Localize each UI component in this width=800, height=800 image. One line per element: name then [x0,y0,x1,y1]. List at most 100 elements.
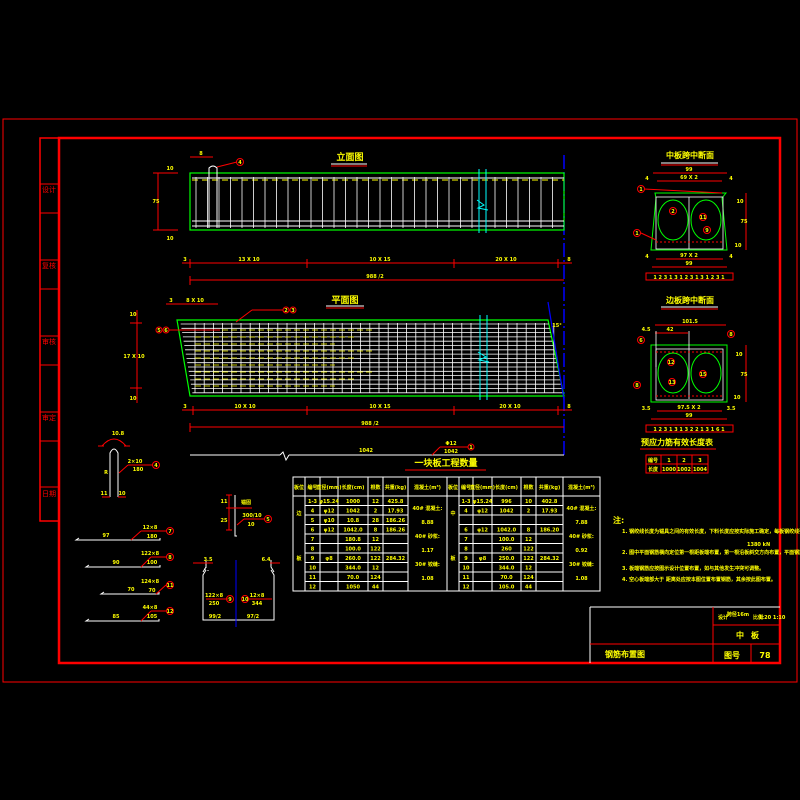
table-header: 编号 [648,457,658,464]
void-right [690,199,722,241]
table-cell: 12 [372,499,379,505]
bar-spec: 12×8 [143,525,158,531]
dimension-label: 4.5 [642,327,651,333]
straight-bar [74,537,161,541]
callout-circle [166,553,174,561]
dimension-label: 42 [667,327,674,333]
dimension-label: 17 X 10 [123,354,145,360]
dimension-label: 10 [734,395,741,401]
table-header: 板位 [294,484,304,491]
callout-number: 11 [700,215,707,221]
table-cell: 8 [311,547,315,553]
bar-spec: 124×8 [141,579,160,585]
table-cell: 425.8 [388,499,404,505]
strand-row [645,424,734,433]
drawing-title: 钢筋布置图 [605,649,645,659]
note-item: 3. 板端钢筋应按图示设计位置布置，如与其他发生冲突可调整。 [622,565,764,572]
long-bar-detail: 1042 1 Φ12 1042 [190,441,564,462]
callout-number: 3 [291,308,295,314]
leader-line [140,610,152,622]
table-group-label: 板 [296,555,302,562]
table-cell: 11 [309,575,316,581]
table-header: 混凝土(m³) [568,484,595,491]
note-item: 1380 kN [747,542,770,548]
table-group-label: 中 [450,510,455,517]
straight-bar [84,564,161,568]
table-cell: 1042 [346,509,360,515]
strand-row [645,272,734,281]
table-cell: φ8 [325,556,333,562]
break-mark [477,351,490,363]
dimension-label: 10 [130,396,137,402]
table-cell: 260 [501,547,512,553]
leader-line [140,556,152,568]
dimension-label: 11 [101,491,108,497]
bar-spec: 180 [133,467,144,473]
callout-number: 15 [700,372,707,378]
table-cell: 1-3 [461,499,471,505]
dimension-label: 6.4 [262,557,271,563]
table-cell: 6 [464,528,468,534]
callout-number: 8 [729,332,733,338]
table-cell: 260.0 [345,556,361,562]
table-header: 共重(kg) [385,484,406,491]
void-left [657,352,689,394]
table-cell: 12 [525,566,532,572]
strand-row-label: 1 2 3 1 3 1 3 2 2 1 3 1 6 1 [653,427,725,433]
dimension-label: 3.5 [204,557,213,563]
dimension-label: 988 /2 [361,421,379,427]
straight-bar [99,591,160,595]
bar-spec: 300/10 [242,513,262,519]
callout-number: 5 [266,517,270,523]
hook-bar [208,165,218,228]
title-block-value: 板 [751,630,760,640]
dimension-label: 8 [567,257,571,263]
table-cell: 122 [523,547,534,553]
dimension-label: 20 X 10 [499,404,521,410]
notes: 注: 1. 钢绞线长度为锚具之间的有效长度，下料长度应按实际施工确定，每板钢绞线… [613,515,800,583]
callout-number: 6 [639,338,643,344]
table-cell: 180.8 [345,537,361,543]
table-cell: 1.08 [421,576,434,582]
note-item: 2. 图中平面钢筋横向定位第一根距板端布置，第一根沿板斜交方向布置，平面钢筋按图… [622,549,800,556]
table-header: 1 [667,458,671,464]
table-cell: 124 [370,575,381,581]
bar-length: 70 [128,587,135,593]
callout-circle [166,607,174,615]
table-header: 编号 [461,484,471,491]
side-strip-label: 设计 [42,185,56,194]
title-block-label: 比例 [753,614,763,621]
table-cell: 8 [374,528,378,534]
dimension-label: 99/2 [209,614,222,620]
callout-number: 12 [167,609,174,615]
table-cell: 100.0 [499,537,515,543]
table-cell: 4 [311,509,315,515]
table-cell: 44 [372,585,379,591]
bar-length: 90 [113,560,120,566]
void-right [690,352,722,394]
table-cell: 44 [525,585,532,591]
table-cell: 9 [464,556,468,562]
dimension-label: 10 [735,243,742,249]
table-cell: 250.0 [499,556,515,562]
callout-number: 5 [157,328,161,334]
table-cell: 124 [523,575,534,581]
dimension-label: 25 [221,518,228,524]
plan-outline [176,319,565,397]
elevation-outline [189,172,565,231]
quantity-table: 一块板工程数量 板位板位编号编号直径(mm)直径(mm)长度(cm)长度(cm)… [292,457,601,592]
table-cell: 1000 [346,499,360,505]
dimension-label: 99 [686,167,693,173]
table-cell: 8 [464,547,468,553]
table-cell: 7 [311,537,315,543]
table-cell: 186.26 [386,528,406,534]
table-cell: 4 [464,509,468,515]
table-cell: 105.0 [499,585,515,591]
dimension-label: 10 [167,236,174,242]
dimension-label: 10 X 10 [234,404,256,410]
bar-spec: 12×8 [250,593,265,599]
dimension-label: 4 [729,254,733,260]
table-cell: 2 [527,509,531,515]
table-cell: 284.32 [386,556,406,562]
